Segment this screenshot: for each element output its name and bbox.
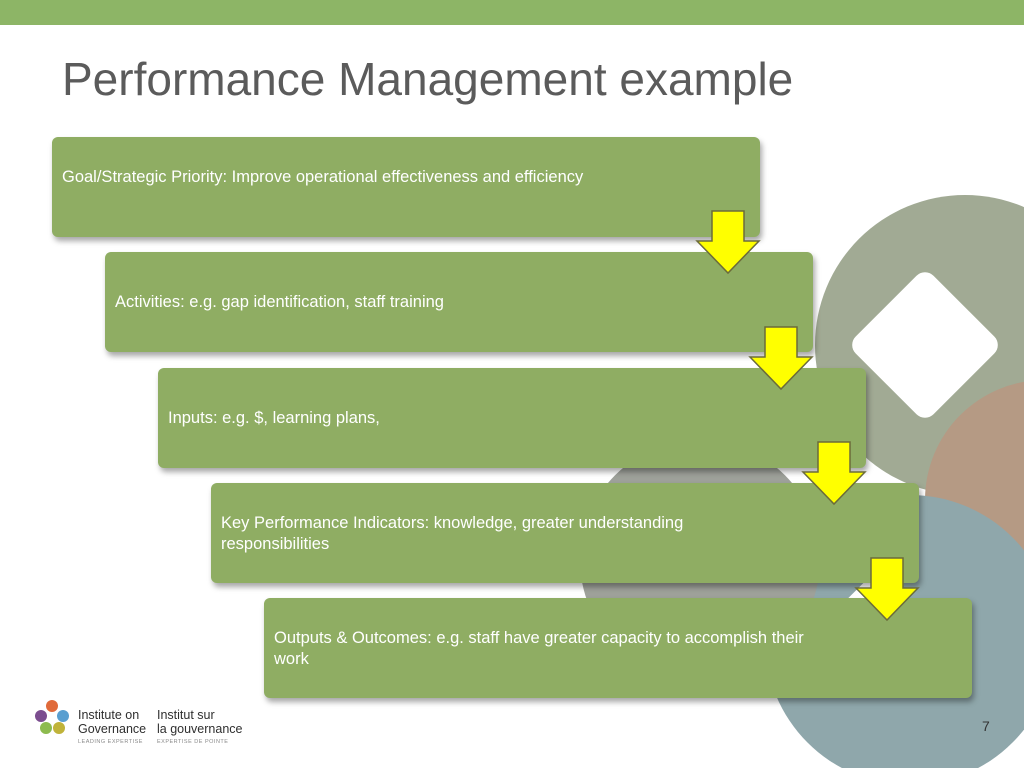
step-text: Key Performance Indicators: knowledge, g… [221,514,684,553]
top-accent-bar [0,0,1024,25]
logo-fr-line2: la gouvernance [157,722,243,736]
down-arrow-icon [695,210,761,275]
step-text: Activities: e.g. gap identification, sta… [115,293,444,311]
down-arrow-icon [801,441,867,506]
step-text: Goal/Strategic Priority: Improve operati… [62,168,584,186]
step-box-goal: Goal/Strategic Priority: Improve operati… [52,137,760,237]
logo-text-french: Institut sur la gouvernance [157,708,242,736]
logo-en-line2: Governance [78,722,147,736]
institute-logo: Institute on Governance Institut sur la … [32,698,272,748]
logo-text-english: Institute on Governance [78,708,146,736]
step-box-inputs: Inputs: e.g. $, learning plans, [158,368,866,468]
down-arrow-icon [854,557,920,622]
logo-tagline-french: EXPERTISE DE POINTE [157,739,229,745]
logo-en-line1: Institute on [78,708,140,722]
step-box-outputs: Outputs & Outcomes: e.g. staff have grea… [264,598,972,698]
step-text: Inputs: e.g. $, learning plans, [168,409,380,427]
logo-fr-line1: Institut sur [157,708,215,722]
logo-tagline-english: LEADING EXPERTISE [78,739,143,745]
page-number: 7 [982,718,990,734]
down-arrow-icon [748,326,814,391]
iog-logo-icon [35,700,69,734]
step-text: Outputs & Outcomes: e.g. staff have grea… [274,629,804,668]
slide-title: Performance Management example [62,53,794,105]
step-box-kpis: Key Performance Indicators: knowledge, g… [211,483,919,583]
step-box-activities: Activities: e.g. gap identification, sta… [105,252,813,352]
